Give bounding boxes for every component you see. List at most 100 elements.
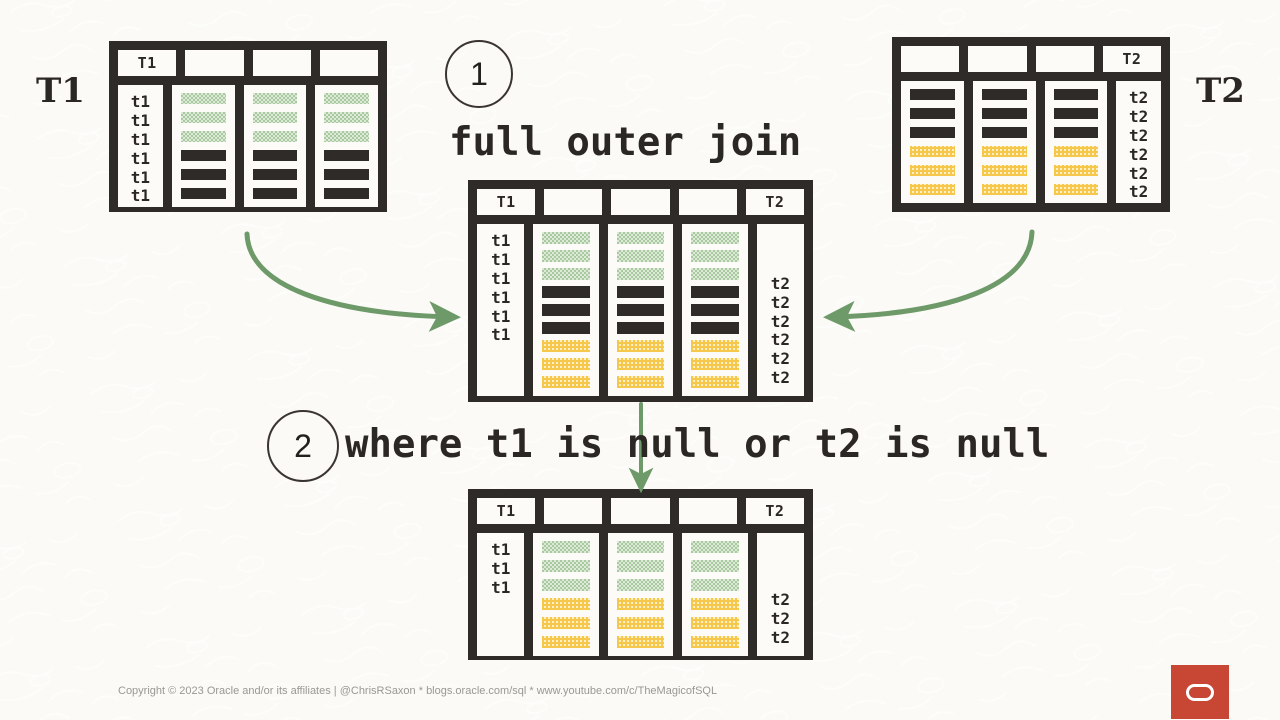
cell-bar-yellow (616, 340, 665, 352)
t1-header-cell-1 (185, 50, 244, 76)
cell-bar-green (691, 250, 739, 262)
filtered-t1-key-value: t1 (491, 558, 511, 578)
result-t1-key-column: t1 t1 t1 t1 t1 t1 (477, 224, 525, 396)
cell-bar-green (616, 579, 665, 591)
result-t1-key-value: t1 (491, 287, 511, 307)
cell-bar-yellow (1053, 146, 1099, 157)
t1-key-value: t1 (130, 148, 150, 168)
t2-data-column (901, 81, 964, 203)
cell-bar-dark (981, 108, 1027, 119)
result-header-t1: T1 (477, 189, 536, 215)
cell-bar-dark (691, 286, 739, 298)
t2-header-cell-0 (901, 46, 960, 72)
t1-header-cell-0: T1 (118, 50, 177, 76)
t2-body-row: t2 t2 t2 t2 t2 t2 (892, 72, 1170, 212)
oracle-logo (1171, 665, 1229, 719)
cell-bar-yellow (691, 636, 739, 648)
cell-bar-dark (691, 304, 739, 316)
cell-bar-green (616, 268, 665, 280)
cell-bar-dark (324, 150, 369, 161)
arrow-t2-to-result (823, 229, 1035, 332)
filtered-t1-key-value: t1 (491, 577, 511, 597)
result-t2-key-value: t2 (770, 368, 790, 388)
copyright-footer: Copyright © 2023 Oracle and/or its affil… (118, 685, 718, 697)
cell-bar-green (542, 579, 590, 591)
cell-bar-green (252, 131, 298, 142)
result-data-column (607, 224, 674, 396)
filtered-t2-key-column: t2 t2 t2 (756, 533, 805, 656)
filtered-t2-key-value: t2 (770, 590, 790, 610)
cell-bar-dark (981, 127, 1027, 138)
cell-bar-dark (542, 286, 590, 298)
cell-bar-dark (1053, 89, 1099, 100)
cell-bar-yellow (691, 358, 739, 370)
result-body-row: t1 t1 t1 t1 t1 t1 t2 t2 t2 t2 t2 t2 (468, 215, 813, 405)
t1-body-row: t1 t1 t1 t1 t1 t1 (109, 76, 387, 216)
cell-bar-dark (616, 322, 665, 334)
cell-bar-green (616, 560, 665, 572)
cell-bar-dark (910, 89, 955, 100)
result-t2-key-value: t2 (770, 311, 790, 331)
cell-bar-yellow (1053, 165, 1099, 176)
cell-bar-dark (252, 150, 298, 161)
result-t1-key-value: t1 (491, 325, 511, 345)
cell-bar-yellow (1053, 184, 1099, 195)
result-data-column (533, 224, 599, 396)
result-data-column (682, 224, 748, 396)
cell-bar-green (324, 93, 369, 104)
t2-header-row: T2 (892, 37, 1170, 72)
result-t1-key-value: t1 (491, 306, 511, 326)
cell-bar-green (691, 560, 739, 572)
cell-bar-yellow (981, 165, 1027, 176)
arrow-t1-to-result (244, 231, 461, 332)
t1-key-value: t1 (130, 186, 150, 206)
cell-bar-yellow (542, 598, 590, 610)
t1-key-value: t1 (130, 167, 150, 187)
cell-bar-green (616, 250, 665, 262)
filtered-t1-key-value: t1 (491, 540, 511, 559)
cell-bar-yellow (691, 376, 739, 388)
cell-bar-green (691, 268, 739, 280)
filtered-header-blank (678, 498, 737, 524)
filtered-t2-key-value: t2 (770, 628, 790, 648)
cell-bar-dark (542, 322, 590, 334)
cell-bar-yellow (542, 358, 590, 370)
cell-bar-green (324, 131, 369, 142)
cell-bar-dark (252, 169, 298, 180)
cell-bar-yellow (691, 617, 739, 629)
cell-bar-green (542, 268, 590, 280)
result-t2-key-value: t2 (770, 292, 790, 312)
cell-bar-yellow (616, 636, 665, 648)
cell-bar-green (252, 93, 298, 104)
t1-header-row: T1 (109, 41, 387, 76)
cell-bar-green (691, 579, 739, 591)
cell-bar-yellow (542, 340, 590, 352)
result-t2-key-value: t2 (770, 273, 790, 293)
cell-bar-dark (180, 150, 226, 161)
cell-bar-yellow (910, 184, 955, 195)
result-t2-key-value: t2 (770, 349, 790, 369)
t2-key-value: t2 (1128, 182, 1149, 202)
filtered-header-blank (544, 498, 603, 524)
cell-bar-yellow (910, 146, 955, 157)
t2-data-column (1044, 81, 1108, 203)
full-outer-join-result: T1 T2 t1 t1 t1 t1 t1 t1 t2 t2 t2 t2 t2 t… (468, 180, 813, 402)
source-table-t1: T1 t1 t1 t1 t1 t1 t1 (109, 41, 387, 212)
cell-bar-green (180, 93, 226, 104)
cell-bar-dark (691, 322, 739, 334)
cell-bar-dark (910, 108, 955, 119)
result-t1-key-value: t1 (491, 231, 511, 250)
cell-bar-green (691, 541, 739, 553)
result-header-blank (678, 189, 737, 215)
step-1-caption: full outer join (449, 120, 802, 165)
t1-side-label: T1 (36, 71, 85, 111)
cell-bar-green (542, 232, 590, 244)
cell-bar-yellow (691, 598, 739, 610)
cell-bar-dark (1053, 127, 1099, 138)
cell-bar-yellow (981, 146, 1027, 157)
result-header-blank (544, 189, 603, 215)
cell-bar-green (542, 250, 590, 262)
t1-key-value: t1 (130, 129, 150, 149)
cell-bar-yellow (616, 358, 665, 370)
filtered-header-t2: T2 (745, 498, 805, 524)
